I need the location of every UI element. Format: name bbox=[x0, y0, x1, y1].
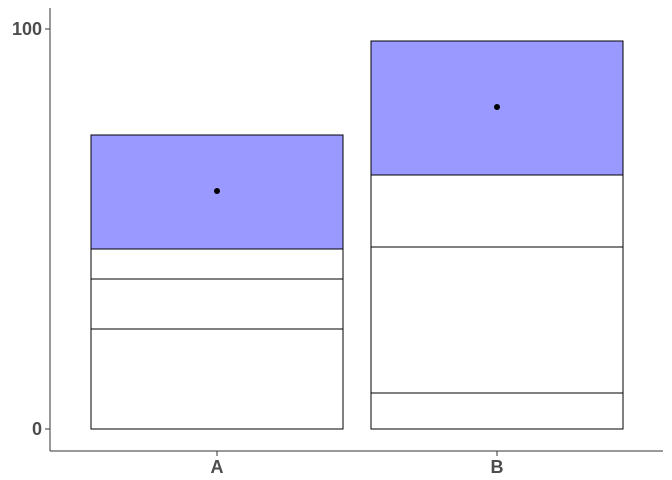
bar-segment-b-2 bbox=[370, 246, 624, 394]
points-layer bbox=[214, 104, 500, 194]
x-tick-label-b: B bbox=[491, 457, 504, 477]
x-tick-label-a: A bbox=[211, 457, 224, 477]
bar-segment-a-2 bbox=[90, 278, 344, 330]
point-b bbox=[494, 104, 500, 110]
bar-segment-b-3 bbox=[370, 174, 624, 248]
bar-segment-a-1 bbox=[90, 328, 344, 430]
point-a bbox=[214, 188, 220, 194]
y-tick-label: 0 bbox=[32, 419, 42, 439]
y-ticks: 0 100 bbox=[12, 19, 50, 439]
y-tick-label: 100 bbox=[12, 19, 42, 39]
bar-segment-b-1 bbox=[370, 392, 624, 430]
bar-segment-a-3 bbox=[90, 248, 344, 280]
bars-layer bbox=[90, 40, 624, 430]
